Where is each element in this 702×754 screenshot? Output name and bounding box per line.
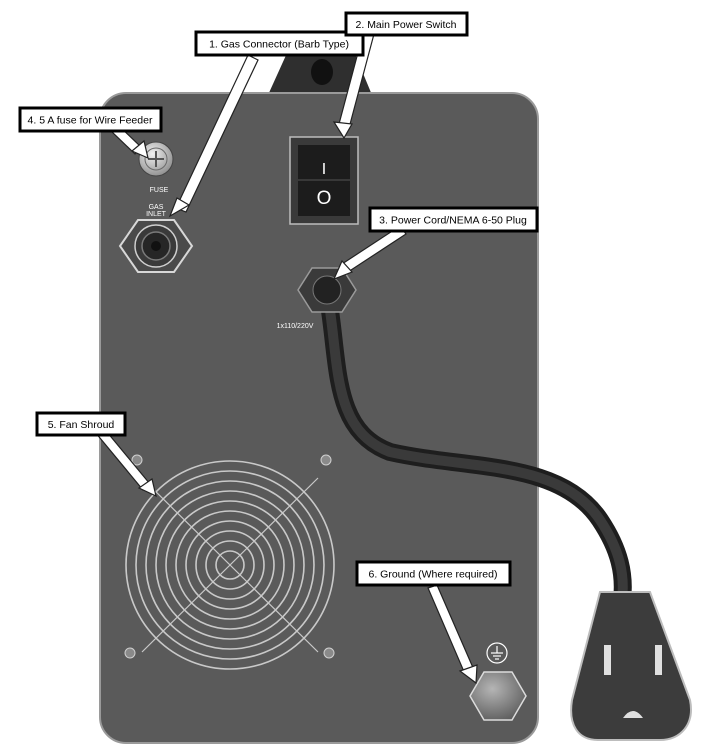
fuse-holder: [138, 141, 174, 177]
ground-lug: [469, 671, 527, 721]
ground-symbol-icon: [486, 642, 508, 664]
svg-text:4. 5 A fuse for Wire Feeder: 4. 5 A fuse for Wire Feeder: [28, 115, 153, 127]
switch-on-symbol: I: [322, 161, 326, 178]
fuse-label: FUSE: [150, 187, 169, 194]
callout-ground: 6. Ground (Where required): [355, 560, 512, 587]
fan-grill: [125, 460, 335, 670]
fan-screw-top-right: [320, 454, 332, 466]
svg-text:1. Gas Connector (Barb Type): 1. Gas Connector (Barb Type): [209, 39, 349, 51]
fan-screw-top-left: [131, 454, 143, 466]
voltage-label: 1x110/220V: [277, 323, 314, 330]
callout-power-cord: 3. Power Cord/NEMA 6-50 Plug: [368, 206, 539, 233]
svg-text:6. Ground (Where required): 6. Ground (Where required): [369, 569, 498, 581]
power-cord: [318, 283, 632, 609]
cord-strain-relief: [297, 267, 357, 313]
callout-power-switch: 2. Main Power Switch: [344, 11, 469, 37]
fan-screw-bottom-left: [124, 647, 136, 659]
nema-6-50-plug: [570, 591, 692, 741]
svg-text:2. Main Power Switch: 2. Main Power Switch: [356, 19, 457, 31]
fan-screw-bottom-right: [323, 647, 335, 659]
gas-inlet-label-line1: GAS: [149, 204, 164, 211]
fan-shroud: [124, 454, 335, 670]
main-power-switch: [289, 136, 359, 225]
switch-off-symbol: O: [317, 188, 332, 209]
callout-fuse: 4. 5 A fuse for Wire Feeder: [18, 106, 163, 133]
arrow-gas-connector: [168, 54, 259, 218]
gas-connector: [118, 219, 194, 273]
callout-fan-shroud: 5. Fan Shroud: [35, 411, 127, 437]
gas-inlet-label-line2: INLET: [146, 211, 167, 218]
callout-gas-connector: 1. Gas Connector (Barb Type): [194, 30, 365, 57]
svg-text:5. Fan Shroud: 5. Fan Shroud: [48, 419, 115, 431]
svg-text:3. Power Cord/NEMA 6-50 Plug: 3. Power Cord/NEMA 6-50 Plug: [379, 215, 527, 227]
